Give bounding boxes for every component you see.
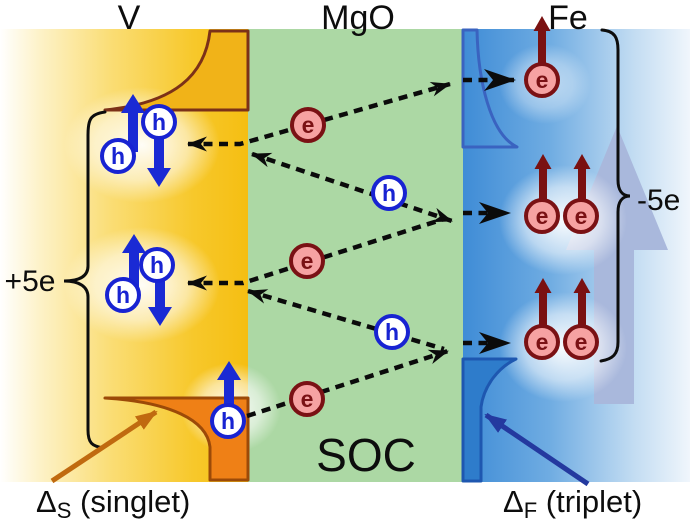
band-edge-fe-bottom [461,357,518,483]
glow [499,292,627,402]
spin-up-arrow [573,154,591,204]
pair-line-h2 [247,288,445,352]
pair-line-h1 [251,151,453,224]
spin-up-arrow [573,278,591,328]
delta-s-pointer-arrow [50,409,158,484]
svg-text:e: e [536,329,549,355]
electron-particle: e [289,381,325,417]
hole-particle: h [100,138,136,174]
spin-up-arrow [121,94,145,152]
brace-left [63,110,107,450]
pair-line-e2 [187,216,445,291]
charge-label-left: +5e [5,265,56,298]
svg-text:e: e [302,112,315,138]
svg-text:e: e [536,67,549,93]
region-label-v: V [118,0,141,37]
electron-particle: e [524,324,560,360]
svg-text:h: h [152,109,166,135]
hole-particle: h [105,277,141,313]
soc-label: SOC [316,429,416,481]
caption-singlet: ΔS (singlet) [36,484,190,520]
svg-text:e: e [301,386,314,412]
svg-text:e: e [575,203,588,229]
brace-right [599,28,631,363]
region-label-fe: Fe [548,0,588,37]
spin-up-arrow [122,234,146,291]
pair-line-e1 [187,81,451,152]
delta-f-pointer-arrow [484,412,590,487]
spin-up-arrow [217,361,241,416]
hole-particle: h [210,403,246,439]
hole-particle: h [374,314,410,350]
svg-text:e: e [301,248,314,274]
region-label-mgo: MgO [321,0,395,37]
band-edge-fe-top [461,28,519,149]
svg-text:h: h [111,143,125,169]
svg-text:e: e [536,203,549,229]
glow [64,227,220,343]
svg-text:h: h [150,252,164,278]
hole-particle: h [139,247,175,283]
caption-triplet: ΔF (triplet) [503,484,642,520]
glow [64,87,220,203]
electron-particle: e [524,198,560,234]
spin-down-arrow [147,136,171,187]
spin-up-arrow [534,154,552,204]
spin-up-arrow [534,278,552,328]
svg-text:h: h [382,180,396,206]
charge-label-right: -5e [637,184,680,217]
spin-up-arrow [533,16,551,66]
svg-text:h: h [385,319,399,345]
electron-particle: e [290,107,326,143]
electron-particle: e [563,324,599,360]
pair-line-e3 [246,348,449,419]
svg-text:h: h [116,282,130,308]
electron-particle: e [524,62,560,98]
spin-down-arrow [148,270,172,326]
hole-particle: h [141,104,177,140]
svg-text:h: h [221,408,235,434]
svg-text:e: e [575,329,588,355]
electron-particle: e [563,198,599,234]
hole-particle: h [371,175,407,211]
electron-particle: e [289,243,325,279]
glow [499,165,627,275]
